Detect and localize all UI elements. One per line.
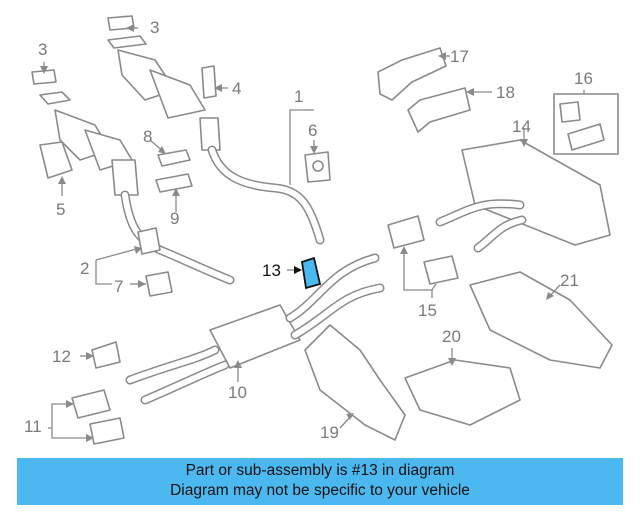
bracket-7 bbox=[145, 271, 173, 297]
info-banner: Part or sub-assembly is #13 in diagram D… bbox=[17, 458, 623, 505]
callout-18: 18 bbox=[496, 83, 515, 102]
callout-2: 2 bbox=[80, 259, 89, 278]
clamp-2 bbox=[137, 227, 161, 255]
rear-muffler-14 bbox=[435, 139, 611, 253]
callout-17: 17 bbox=[450, 47, 469, 66]
gasket-9 bbox=[155, 173, 193, 193]
front-left-catalytic-converter bbox=[39, 91, 235, 285]
hanger-kit-16-box bbox=[553, 93, 619, 155]
clamp-11-lower bbox=[89, 417, 125, 445]
front-right-catalytic-converter bbox=[107, 35, 325, 245]
heat-shield-21 bbox=[469, 271, 613, 369]
bracket-4 bbox=[201, 65, 217, 99]
callout-11: 11 bbox=[24, 417, 42, 436]
hanger-6-hole bbox=[312, 160, 324, 172]
callout-19: 19 bbox=[320, 423, 339, 442]
heat-shield-5 bbox=[39, 141, 73, 179]
banner-line-1: Part or sub-assembly is #13 in diagram bbox=[185, 462, 455, 479]
callout-7: 7 bbox=[114, 277, 123, 296]
exhaust-parts-diagram: 3 3 4 5 1 6 8 9 2 7 12 11 10 13 14 15 16… bbox=[24, 15, 619, 445]
callout-13: 13 bbox=[262, 261, 281, 280]
callout-12: 12 bbox=[52, 347, 71, 366]
bracket-12 bbox=[91, 341, 121, 369]
callout-3-upper: 3 bbox=[150, 18, 159, 37]
clamp-15-lower bbox=[423, 255, 459, 285]
intermediate-pipe-10 bbox=[125, 253, 385, 405]
heat-shield-20 bbox=[404, 359, 521, 426]
callout-20: 20 bbox=[442, 327, 461, 346]
hanger-16b bbox=[567, 123, 605, 151]
tailpipe-18 bbox=[407, 87, 471, 133]
callout-5: 5 bbox=[56, 200, 65, 219]
callout-9: 9 bbox=[170, 209, 179, 228]
callout-16: 16 bbox=[574, 69, 593, 88]
arrowheads bbox=[40, 24, 554, 442]
callout-6: 6 bbox=[308, 121, 317, 140]
callout-4: 4 bbox=[232, 79, 241, 98]
callout-10: 10 bbox=[228, 383, 247, 402]
callout-15: 15 bbox=[418, 301, 437, 320]
clamp-11-upper bbox=[71, 389, 111, 419]
clamp-15-upper bbox=[387, 215, 425, 249]
heat-shield-19 bbox=[304, 324, 406, 441]
callout-3-lower: 3 bbox=[38, 40, 47, 59]
callout-21: 21 bbox=[560, 271, 579, 290]
callout-14: 14 bbox=[512, 117, 531, 136]
callout-1: 1 bbox=[294, 87, 303, 106]
callout-8: 8 bbox=[143, 127, 152, 146]
bracket-3-lower bbox=[31, 69, 57, 85]
banner-line-2: Diagram may not be specific to your vehi… bbox=[170, 482, 470, 499]
rubber-hanger-13 bbox=[300, 256, 322, 290]
hanger-16a bbox=[559, 101, 581, 123]
tailpipe-17 bbox=[377, 47, 447, 101]
